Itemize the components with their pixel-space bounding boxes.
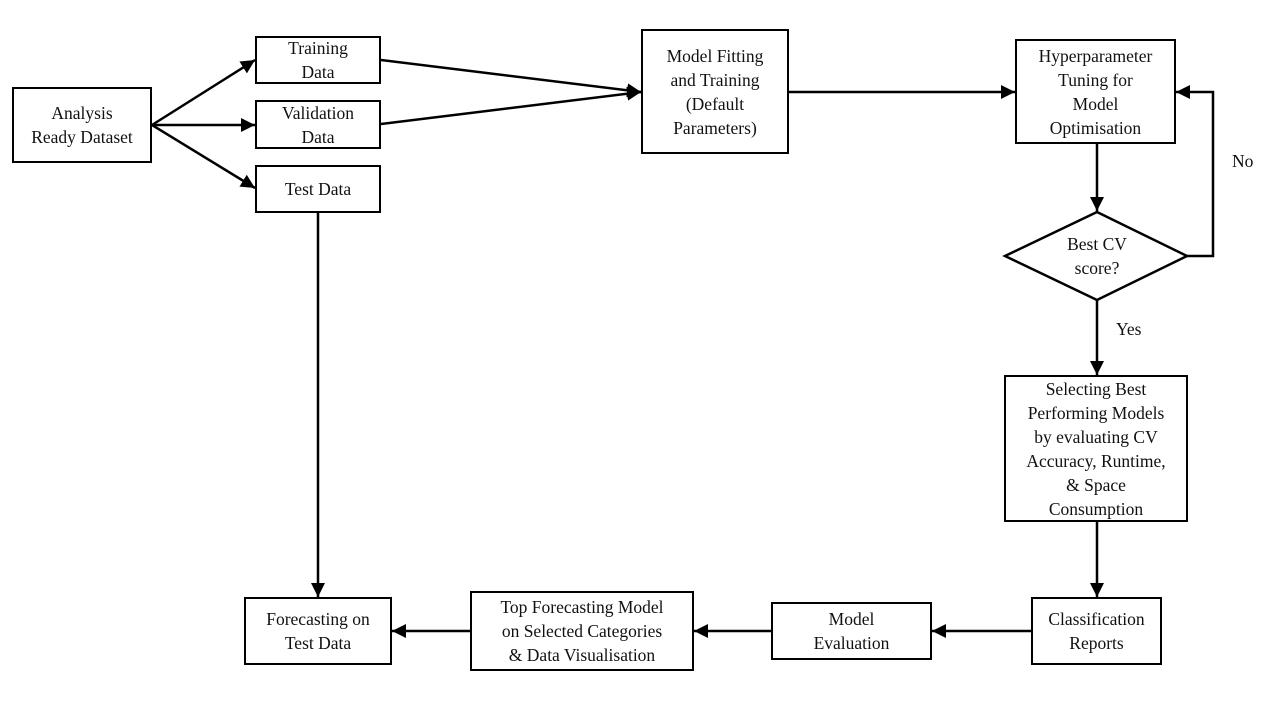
arrow-no-loop	[1176, 85, 1215, 258]
classification-reports-box: Classification Reports	[1031, 597, 1162, 665]
hyperparameter-tuning-box: Hyperparameter Tuning for Model Optimisa…	[1015, 39, 1176, 144]
arrow-training-to-model-fitting	[380, 58, 642, 98]
no-label: No	[1232, 151, 1254, 171]
model-fitting-box: Model Fitting and Training (Default Para…	[641, 29, 789, 154]
selecting-best-models-box: Selecting Best Performing Models by eval…	[1004, 375, 1188, 522]
validation-data-box: Validation Data	[255, 100, 381, 149]
arrow-dataset-to-training	[151, 58, 256, 127]
decision-diamond	[1002, 210, 1190, 302]
best-cv-score-label: Best CV score?	[1067, 234, 1127, 278]
model-evaluation-box: Model Evaluation	[771, 602, 932, 660]
training-data-box: Training Data	[255, 36, 381, 84]
analysis-ready-dataset-box: Analysis Ready Dataset	[12, 87, 152, 163]
forecasting-on-test-box: Forecasting on Test Data	[244, 597, 392, 665]
top-forecasting-model-box: Top Forecasting Model on Selected Catego…	[470, 591, 694, 671]
arrow-dataset-to-test	[151, 123, 256, 190]
test-data-box: Test Data	[255, 165, 381, 213]
yes-label: Yes	[1116, 319, 1142, 339]
arrow-validation-to-model-fitting	[380, 86, 642, 126]
